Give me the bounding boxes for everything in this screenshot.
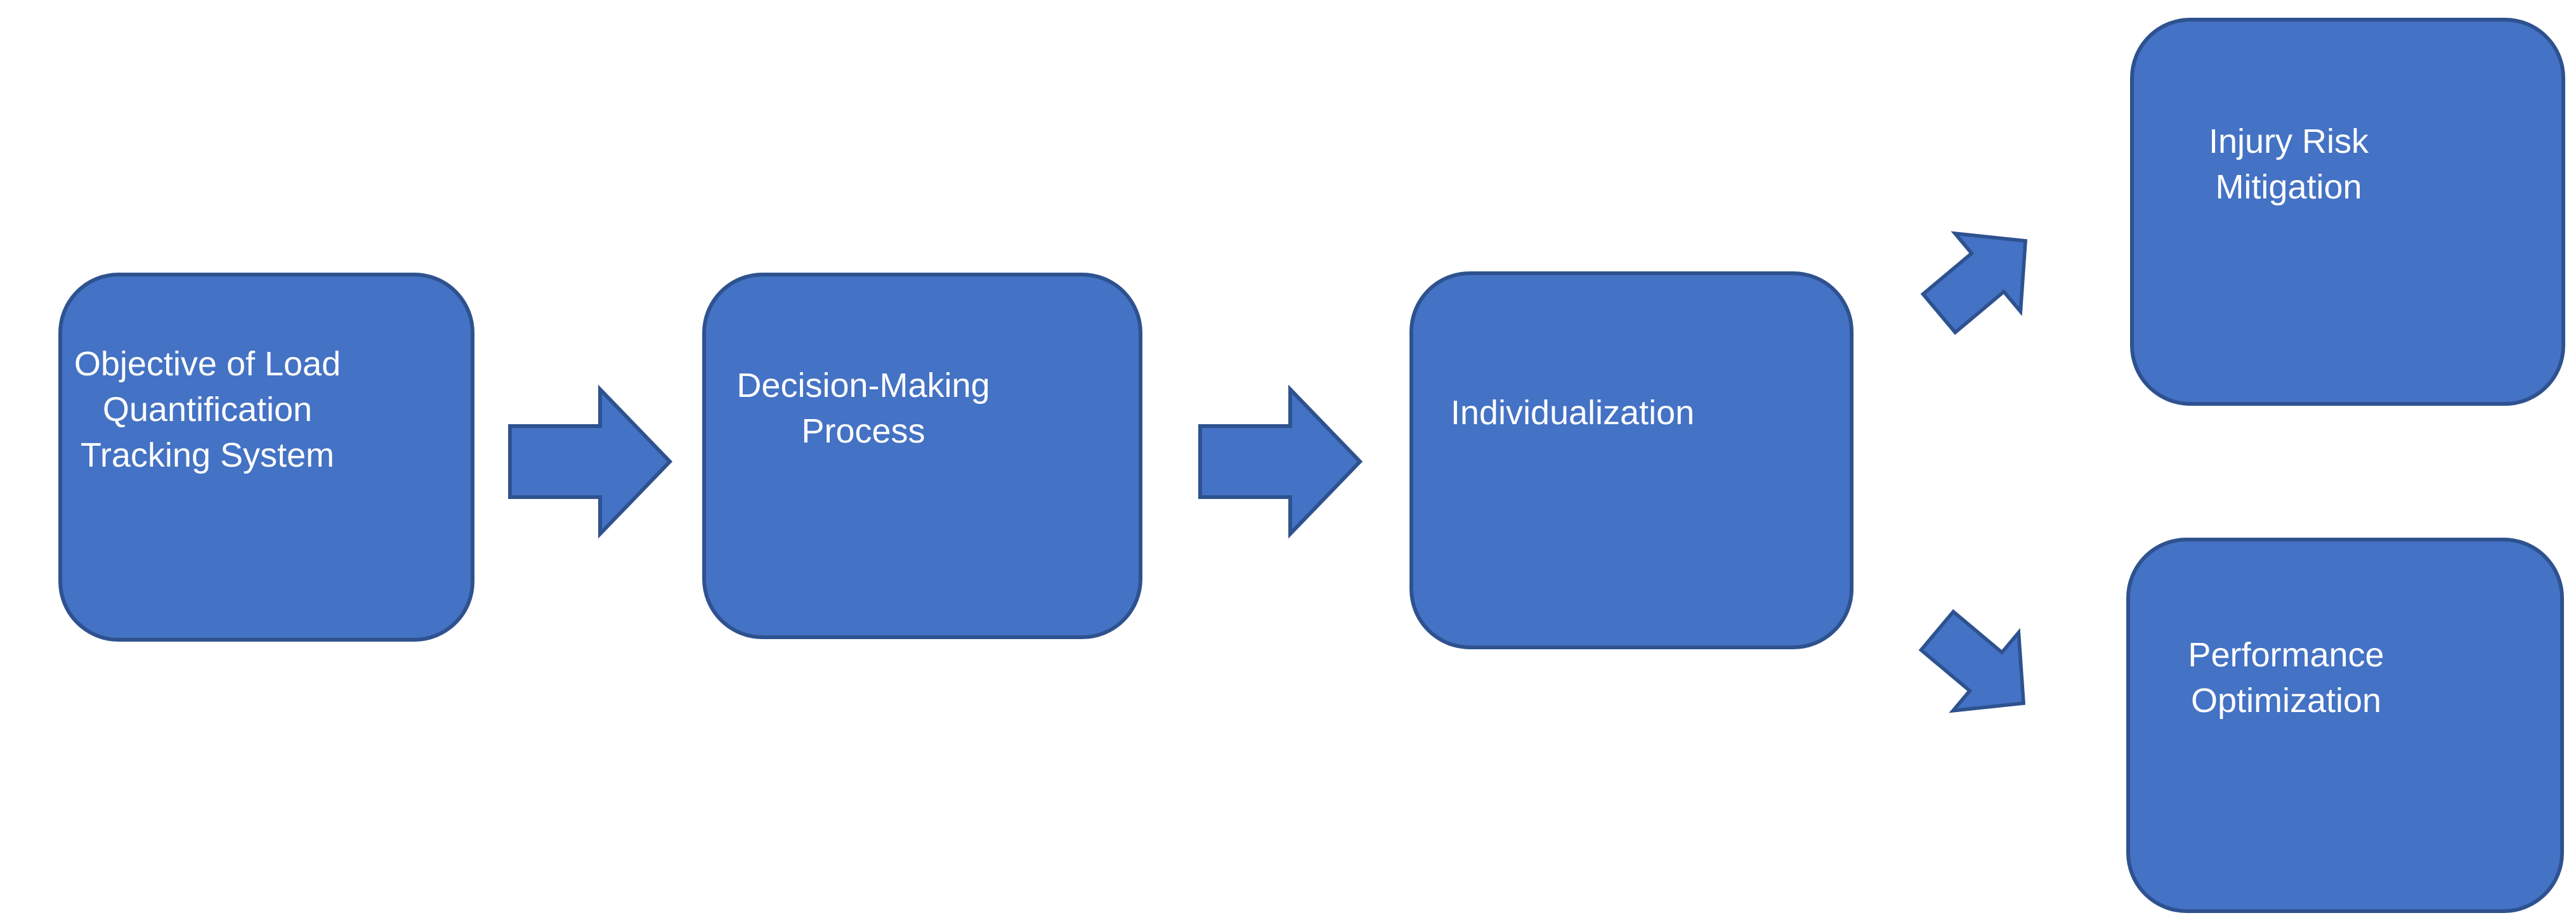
node-individualization: Individualization xyxy=(1409,271,1854,649)
node-label-line: Process xyxy=(801,412,925,450)
node-label-line: Performance xyxy=(2188,636,2384,674)
arrow-up-right-icon xyxy=(1902,197,2063,358)
node-label-line: Injury Risk xyxy=(2208,122,2369,160)
node-label: Performance Optimization xyxy=(2130,541,2560,909)
node-label: Objective of Load Quantification Trackin… xyxy=(62,276,471,638)
node-label: Individualization xyxy=(1413,275,1850,645)
node-label-line: Individualization xyxy=(1450,394,1695,432)
node-decision-making-process: Decision-Making Process xyxy=(702,273,1142,639)
node-injury-risk-mitigation: Injury Risk Mitigation xyxy=(2130,18,2565,406)
node-performance-optimization: Performance Optimization xyxy=(2126,538,2564,913)
arrow-down-right-glyph xyxy=(1918,609,2026,713)
node-label-line: Quantification xyxy=(102,391,313,429)
arrow-right-icon xyxy=(1196,384,1364,539)
arrow-right-glyph xyxy=(508,384,673,539)
node-label-line: Mitigation xyxy=(2215,168,2362,206)
node-label-line: Objective of Load xyxy=(74,345,341,383)
arrow-right-icon xyxy=(506,384,674,539)
node-label-line: Decision-Making xyxy=(736,366,990,405)
node-label-line: Optimization xyxy=(2190,682,2382,720)
node-label: Decision-Making Process xyxy=(706,276,1139,635)
node-objective-of-load-quantification-tracking-system: Objective of Load Quantification Trackin… xyxy=(58,273,474,642)
node-label-line: Tracking System xyxy=(80,436,335,474)
arrow-down-right-icon xyxy=(1900,587,2062,748)
arrow-right-glyph xyxy=(1198,384,1363,539)
node-label: Injury Risk Mitigation xyxy=(2134,22,2561,402)
arrow-up-right-glyph xyxy=(1920,231,2028,335)
